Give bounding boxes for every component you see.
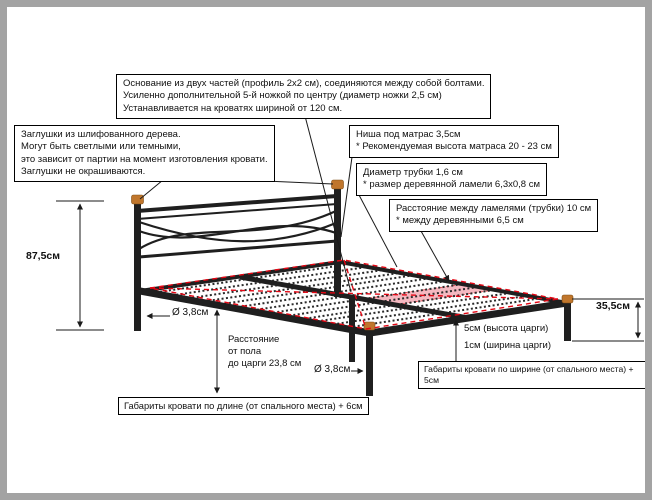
headboard	[131, 179, 344, 331]
callout-base: Основание из двух частей (профиль 2х2 см…	[116, 74, 492, 120]
label-head-leg-diameter: Ø 3,8см	[172, 307, 209, 318]
callout-overall-width: Габариты кровати по ширине (от спального…	[418, 361, 652, 390]
foot-rail	[369, 299, 568, 337]
headboard-wave	[138, 210, 337, 250]
foot-far-leg	[564, 303, 571, 341]
label-rail-width: 1см (ширина царги)	[462, 340, 553, 352]
label-foot-height: 35,5см	[594, 300, 633, 314]
callout-plugs: Заглушки из шлифованного дерева. Могут б…	[14, 125, 275, 183]
center-rail	[239, 274, 469, 321]
callout-lamella-spacing: Расстояние между ламелями (трубки) 10 см…	[389, 199, 599, 232]
front-rail	[139, 287, 371, 337]
headboard-wave	[138, 220, 337, 243]
leader-lines	[139, 115, 459, 361]
label-floor-to-rail: Расстояние от пола до царги 23,8 см	[228, 334, 302, 369]
dimension-lines	[56, 200, 644, 394]
label-foot-leg-diameter: Ø 3,8см	[314, 364, 351, 375]
headboard-front-post	[134, 203, 141, 331]
headboard-far-plug	[331, 179, 344, 190]
foot-front-leg	[366, 333, 373, 396]
foot-far-plug	[561, 294, 574, 304]
far-side-rail	[339, 260, 568, 305]
slats	[151, 263, 543, 329]
head-rail	[139, 260, 341, 293]
headboard-front-plug	[131, 194, 144, 205]
headboard-far-post	[334, 188, 341, 297]
callout-tube-diameter: Диаметр трубки 1,6 см * размер деревянно…	[356, 163, 547, 196]
foot-front-plug	[363, 321, 376, 331]
label-headboard-height: 87,5см	[26, 250, 61, 262]
label-rail-height: 5см (высота царги)	[462, 323, 551, 335]
headboard-wave	[138, 224, 337, 239]
callout-overall-length: Габариты кровати по длине (от спального …	[118, 397, 369, 416]
callout-mattress-niche: Ниша под матрас 3,5см * Рекомендуемая вы…	[349, 125, 559, 158]
mattress-outline	[149, 259, 559, 330]
